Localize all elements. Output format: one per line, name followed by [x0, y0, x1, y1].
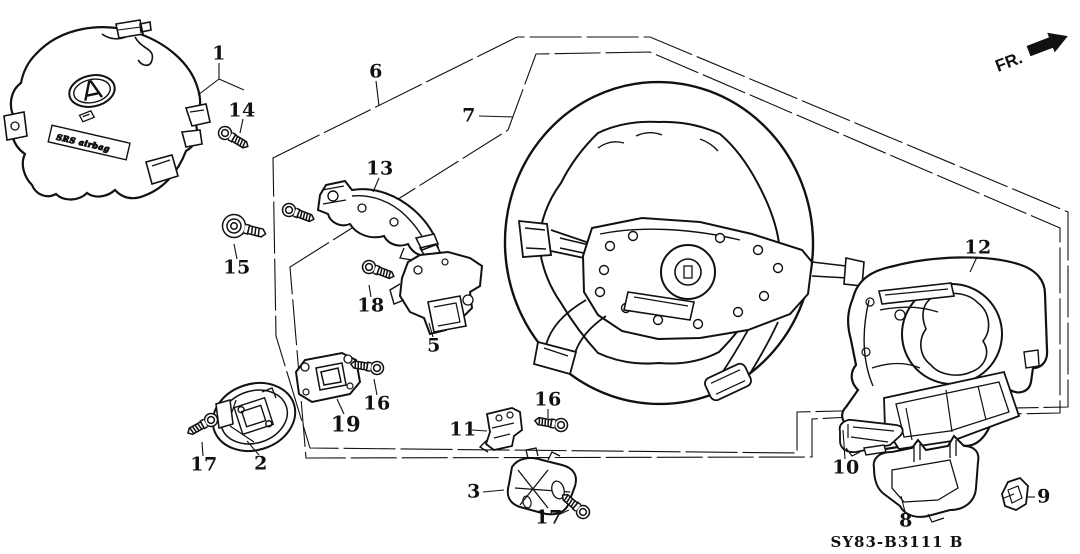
part-label-7: 7	[462, 104, 476, 127]
bottom-cover-part-8	[872, 434, 980, 523]
part-label-18: 18	[357, 294, 385, 317]
acura-logo-icon	[68, 74, 116, 108]
airbag-module-part-1: SRS airbag	[3, 19, 211, 201]
part-label-16-right: 16	[534, 388, 562, 411]
part-label-17-left: 17	[190, 453, 218, 476]
part-label-2: 2	[254, 452, 268, 475]
plate-part-19	[294, 351, 362, 404]
caliper-glyph-icon	[78, 110, 96, 123]
airbag-connector-wire	[134, 36, 154, 67]
steering-wheel-part-7	[503, 80, 865, 406]
part-label-11: 11	[449, 418, 477, 441]
screw-part-16-right	[533, 413, 570, 434]
part-label-12: 12	[964, 236, 992, 259]
switch-housing-part-2	[211, 382, 297, 452]
screw-part-18	[359, 257, 397, 284]
part-label-13: 13	[366, 157, 394, 180]
group-boundary-outer	[272, 36, 1069, 454]
clip-part-9	[1001, 476, 1029, 511]
drawing-code: SY83-B3111 B	[830, 533, 964, 551]
hub-plate-holes	[594, 230, 784, 330]
part-label-1: 1	[212, 42, 226, 65]
part-label-9: 9	[1037, 485, 1051, 508]
part-label-8: 8	[899, 509, 913, 532]
fr-label: FR.	[993, 48, 1025, 76]
bracket-part-5	[389, 250, 484, 336]
lower-cover-part-12	[841, 256, 1049, 456]
airbag-connector-plug	[115, 19, 152, 39]
bracket-part-13	[316, 179, 442, 261]
bracket-part-11	[478, 407, 523, 453]
part-label-16-left: 16	[363, 392, 391, 415]
group-boundary-inner	[289, 51, 1061, 459]
wheel-rim-outer	[503, 80, 815, 406]
screw-bracket-13-mount	[279, 200, 317, 227]
screw-part-14	[215, 123, 252, 153]
part-label-10: 10	[832, 456, 860, 479]
part-label-6: 6	[369, 60, 383, 83]
part-label-5: 5	[427, 334, 441, 357]
part-label-17-right: 17	[535, 506, 563, 529]
part-label-14: 14	[228, 99, 256, 122]
screw-part-17-left	[183, 410, 221, 440]
part-label-15: 15	[223, 256, 251, 279]
fr-direction-indicator: FR.	[993, 32, 1068, 76]
part-label-3: 3	[467, 480, 481, 503]
fr-arrow-icon	[1026, 32, 1068, 57]
trim-strip-part-10	[838, 418, 904, 457]
leader-lines	[197, 63, 1035, 516]
part-label-19: 19	[330, 411, 362, 437]
washer-screw-part-15	[219, 211, 270, 246]
